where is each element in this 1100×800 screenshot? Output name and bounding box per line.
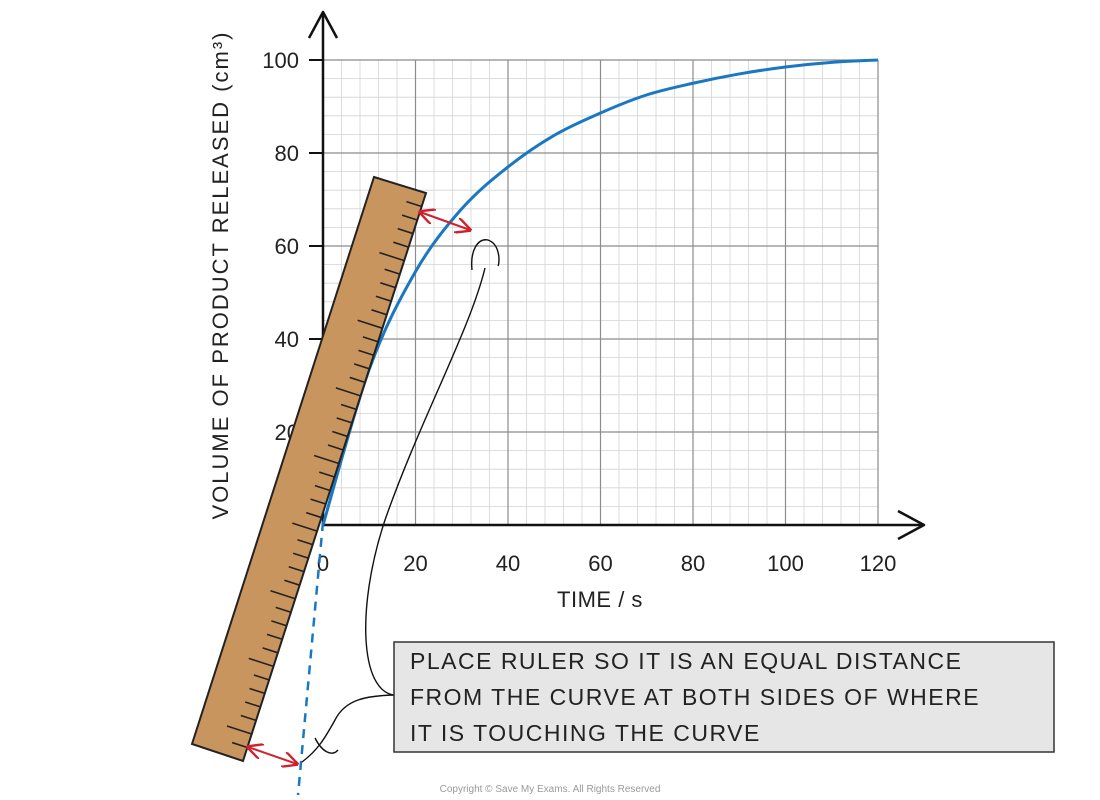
callout-connector-bottom — [301, 694, 401, 763]
ruler-tick — [244, 701, 261, 708]
callout-line-3: IT IS TOUCHING THE CURVE — [410, 720, 761, 746]
ruler-tick — [340, 403, 357, 411]
ruler-tick — [248, 657, 274, 668]
ruler-tick-marks — [226, 200, 422, 749]
callout-connector-bottom-hook — [314, 737, 339, 754]
ruler-tick — [393, 241, 409, 248]
ruler-tick — [327, 444, 344, 451]
ruler-tick — [310, 498, 327, 505]
y-tick-label: 60 — [275, 234, 299, 259]
axes — [307, 10, 926, 541]
x-tick-label: 120 — [860, 551, 897, 576]
callout-connector-top — [365, 267, 486, 696]
ruler-tick — [288, 565, 305, 573]
ruler-tick — [357, 319, 383, 329]
ruler-tick — [226, 725, 252, 735]
y-axis-title: VOLUME OF PRODUCT RELEASED (cm³) — [208, 31, 233, 520]
ruler-tick — [349, 376, 366, 384]
callout-connector-top-hook — [471, 239, 500, 271]
x-tick-label: 20 — [403, 551, 427, 576]
ruler-tick — [319, 471, 335, 478]
x-tick-label: 80 — [681, 551, 705, 576]
ruler-tick — [358, 349, 374, 357]
x-axis-arrowhead — [897, 509, 926, 541]
ruler-tick — [271, 620, 287, 627]
y-tick-label: 100 — [262, 48, 299, 73]
ruler-tick — [292, 552, 309, 559]
ruler-tick — [240, 714, 257, 722]
ruler-tick — [314, 484, 331, 492]
callout-background — [393, 641, 1055, 753]
ruler — [190, 175, 428, 763]
ruler-tick — [305, 511, 322, 519]
ruler-tick — [406, 200, 422, 208]
y-axis-arrowhead — [307, 10, 339, 39]
equal-distance-arrow-top — [420, 212, 470, 230]
ruler-tick — [332, 430, 348, 438]
callout-box: PLACE RULER SO IT IS AN EQUAL DISTANCE F… — [393, 641, 1055, 753]
x-tick-label: 100 — [767, 551, 804, 576]
ruler-tick — [384, 268, 401, 275]
ruler-tick — [375, 295, 392, 302]
ruler-tick — [335, 387, 361, 397]
ruler-tick — [266, 633, 283, 641]
ruler-tick — [371, 309, 388, 316]
ruler-tick — [275, 606, 292, 613]
ruler-tick — [336, 417, 353, 424]
callout-line-2: FROM THE CURVE AT BOTH SIDES OF WHERE — [410, 684, 980, 710]
x-tick-label: 40 — [496, 551, 520, 576]
ruler-tick — [249, 687, 266, 695]
ruler-tick — [380, 281, 396, 289]
ruler-tick — [362, 336, 379, 343]
ruler-tick — [353, 363, 370, 370]
ruler-tick — [313, 454, 340, 465]
ruler-tick — [401, 214, 418, 221]
ruler-tick — [297, 538, 313, 546]
series-line — [321, 58, 879, 526]
ruler-tick — [284, 579, 300, 586]
ruler-tick — [379, 251, 405, 262]
tangent-dashed-line — [296, 521, 325, 796]
ruler-tick — [253, 674, 270, 681]
ruler-tick — [262, 647, 279, 654]
y-tick-label: 80 — [275, 141, 299, 166]
y-tick-label: 40 — [275, 327, 299, 352]
ruler-tick — [292, 522, 318, 532]
x-tick-label: 60 — [588, 551, 612, 576]
copyright-notice: Copyright © Save My Exams. All Rights Re… — [440, 784, 661, 795]
callout-line-1: PLACE RULER SO IT IS AN EQUAL DISTANCE — [410, 648, 963, 674]
equal-distance-arrow-bottom — [248, 747, 297, 764]
grid-major — [322, 59, 879, 526]
x-axis-title: TIME / s — [557, 587, 643, 612]
ruler-tick — [397, 227, 414, 235]
ruler-tick — [270, 589, 296, 600]
